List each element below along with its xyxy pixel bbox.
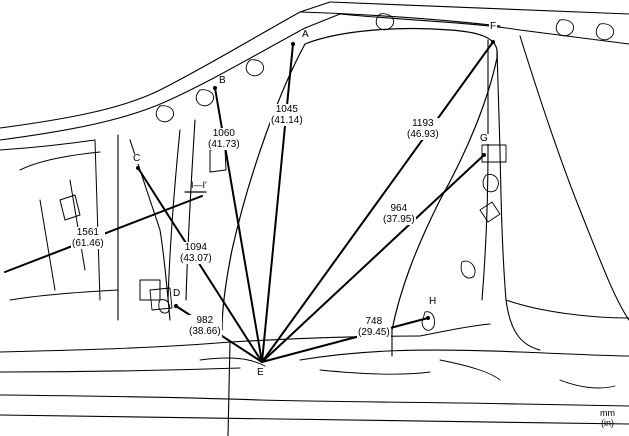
line-e-to-f bbox=[261, 41, 494, 363]
roof-rail-outline bbox=[0, 1, 629, 141]
point-c-label: C bbox=[132, 153, 142, 164]
a-pillar-outline bbox=[117, 119, 196, 321]
dimension-c-e-in: (43.07) bbox=[180, 253, 212, 264]
dimension-e-f-in: (46.93) bbox=[407, 129, 439, 140]
dimension-e-g: 964 (37.95) bbox=[382, 203, 416, 225]
dimension-section-i-in: (61.46) bbox=[72, 238, 104, 249]
reference-point-marker bbox=[291, 42, 295, 46]
reference-point-marker bbox=[213, 86, 217, 90]
line-e-to-h bbox=[261, 317, 429, 363]
line-e-to-g bbox=[261, 154, 485, 363]
dimension-e-b-mm: 1060 bbox=[212, 128, 235, 139]
dimension-c-e: 1094 (43.07) bbox=[179, 242, 213, 264]
dimension-section-i: 1561 (61.46) bbox=[71, 227, 105, 249]
section-i-label: I—I' bbox=[191, 180, 207, 190]
point-h-label: H bbox=[428, 296, 438, 307]
line-e-to-a bbox=[261, 43, 294, 363]
dimension-e-h-in: (29.45) bbox=[358, 327, 390, 338]
dimension-e-h-mm: 748 bbox=[365, 316, 383, 327]
dimension-d-e-in: (38.66) bbox=[189, 326, 221, 337]
dimension-e-a-mm: 1045 bbox=[275, 104, 298, 115]
unit-in: (in) bbox=[601, 418, 614, 428]
inner-panel-details bbox=[149, 13, 616, 389]
reference-point-marker bbox=[136, 166, 140, 170]
dimension-e-a-in: (41.14) bbox=[271, 115, 303, 126]
point-b-label: B bbox=[218, 75, 227, 86]
dimension-e-g-in: (37.95) bbox=[383, 214, 415, 225]
point-e-label: E bbox=[256, 367, 265, 378]
front-structure-outline bbox=[0, 139, 227, 301]
dimension-e-g-mm: 964 bbox=[390, 203, 408, 214]
point-a-label: A bbox=[301, 29, 310, 40]
point-f-label: F bbox=[489, 21, 498, 32]
windshield-opening bbox=[221, 27, 498, 331]
dimension-c-e-mm: 1094 bbox=[184, 242, 207, 253]
point-d-label: D bbox=[172, 288, 182, 299]
reference-point-marker bbox=[426, 316, 430, 320]
dimension-e-a: 1045 (41.14) bbox=[270, 104, 304, 126]
reference-point-marker bbox=[482, 153, 486, 157]
unit-mm: mm bbox=[600, 408, 615, 418]
point-g-label: G bbox=[479, 133, 489, 144]
b-pillar-outline bbox=[481, 35, 629, 351]
measurement-lines bbox=[4, 40, 495, 363]
reference-point-marker bbox=[491, 40, 495, 44]
dimension-e-b: 1060 (41.73) bbox=[207, 128, 241, 150]
unit-legend: mm (in) bbox=[600, 408, 615, 428]
line-e-to-c bbox=[137, 167, 263, 363]
dimension-section-i-mm: 1561 bbox=[76, 227, 99, 238]
dimension-d-e-mm: 982 bbox=[196, 315, 214, 326]
door-sill-outline bbox=[0, 323, 629, 436]
dimension-e-f: 1193 (46.93) bbox=[406, 118, 440, 140]
dimension-e-b-in: (41.73) bbox=[208, 139, 240, 150]
reference-point-marker bbox=[174, 304, 178, 308]
dimension-d-e: 982 (38.66) bbox=[188, 315, 222, 337]
dimension-e-h: 748 (29.45) bbox=[357, 316, 391, 338]
dimension-e-f-mm: 1193 bbox=[412, 118, 434, 129]
